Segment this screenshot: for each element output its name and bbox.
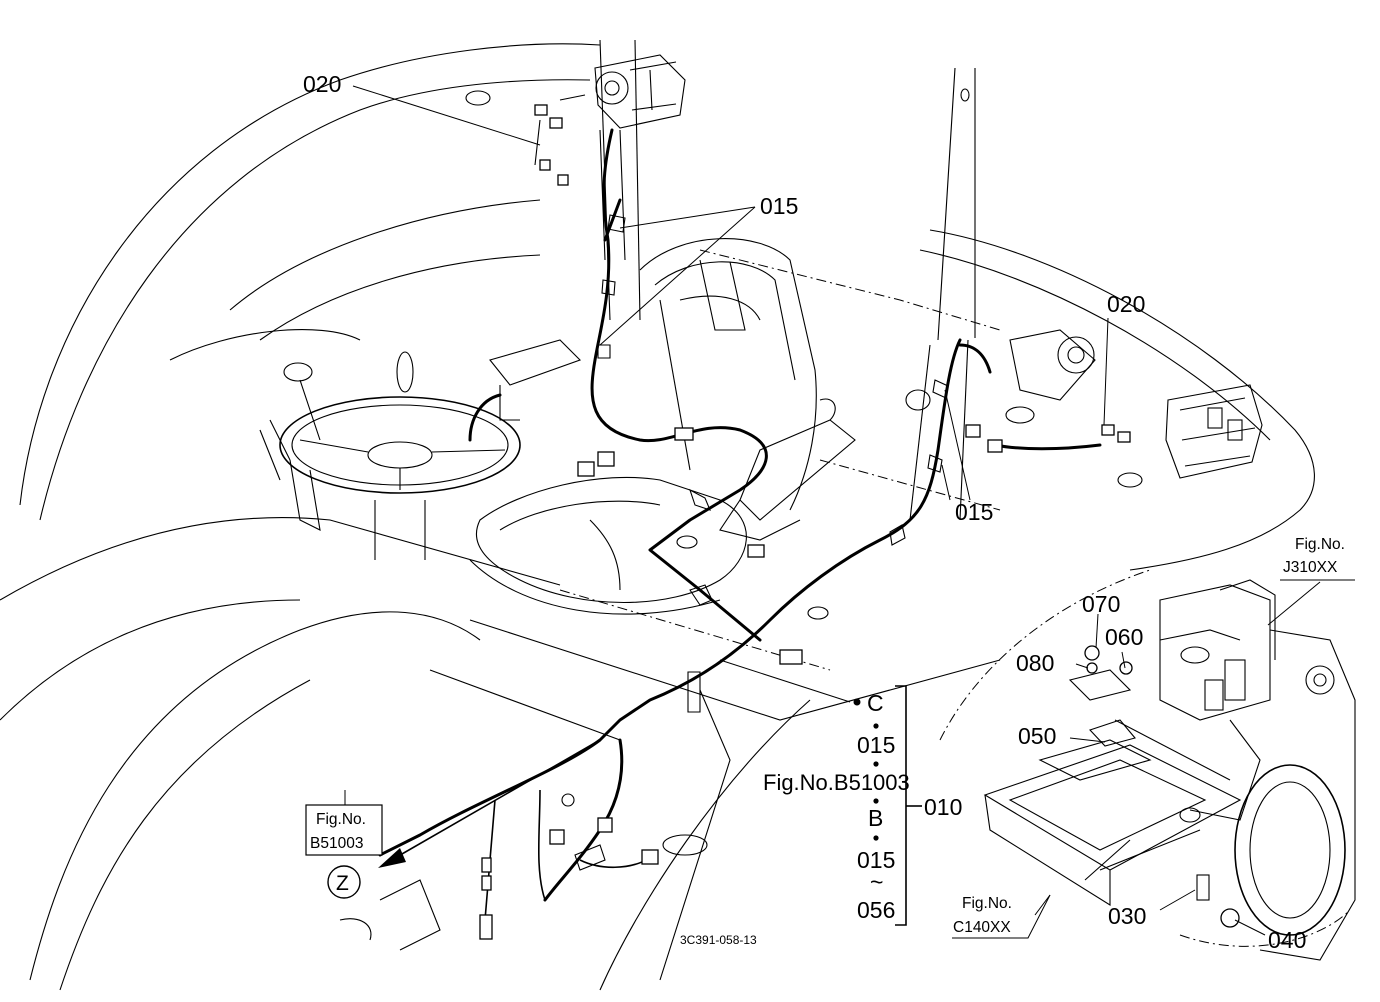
fig-ref-b51003-line1: Fig.No. bbox=[316, 811, 366, 828]
fig-ref-j310xx-line2: J310XX bbox=[1283, 559, 1338, 576]
operator-seat bbox=[469, 238, 817, 615]
group-fig-ref-b51003: Fig.No.B51003 bbox=[763, 770, 910, 795]
part-label-030: 030 bbox=[1108, 903, 1146, 929]
group-letter-c: C bbox=[867, 690, 884, 716]
leader-lines bbox=[344, 85, 1321, 936]
drawing-number: 3C391-058-13 bbox=[680, 933, 757, 947]
main-wiring-harness bbox=[378, 128, 1102, 921]
part-label-050: 050 bbox=[1018, 723, 1056, 749]
fig-ref-b51003-box: Fig.No. B51003 Z bbox=[305, 804, 383, 899]
part-label-020-right: 020 bbox=[1107, 291, 1145, 317]
assembly-group-010: C 015 Fig.No.B51003 B 015 ~ 056 010 bbox=[763, 685, 962, 926]
part-label-080: 080 bbox=[1016, 650, 1054, 676]
tractor-body-outline bbox=[0, 43, 1315, 991]
assembly-number-010: 010 bbox=[924, 794, 962, 820]
group-range-tilde: ~ bbox=[870, 869, 883, 895]
group-letter-b: B bbox=[868, 805, 883, 831]
group-015-second: 015 bbox=[857, 847, 895, 873]
right-rear-lamp bbox=[465, 90, 1263, 488]
harness-connectors bbox=[479, 214, 1003, 940]
view-marker-z: Z bbox=[336, 872, 349, 895]
group-056: 056 bbox=[857, 897, 895, 923]
part-label-020-left: 020 bbox=[303, 71, 341, 97]
transmission-inset bbox=[939, 569, 1356, 961]
part-label-015-top: 015 bbox=[760, 193, 798, 219]
fig-ref-c140xx-line2: C140XX bbox=[953, 919, 1011, 936]
fig-ref-j310xx-line1: Fig.No. bbox=[1295, 536, 1345, 553]
fig-ref-c140xx: Fig.No. C140XX bbox=[952, 894, 1051, 939]
part-label-015-right: 015 bbox=[955, 499, 993, 525]
rops-pillar bbox=[599, 39, 976, 521]
right-console bbox=[489, 339, 856, 541]
fig-ref-b51003-line2: B51003 bbox=[310, 835, 363, 852]
fig-ref-j310xx: Fig.No. J310XX bbox=[1280, 536, 1355, 581]
part-label-070: 070 bbox=[1082, 591, 1120, 617]
view-direction-arrow bbox=[339, 739, 601, 951]
left-rear-lamp bbox=[534, 54, 686, 261]
fig-ref-c140xx-line1: Fig.No. bbox=[962, 895, 1012, 912]
group-015-first: 015 bbox=[857, 732, 895, 758]
steering-wheel bbox=[259, 351, 521, 560]
part-label-040: 040 bbox=[1268, 927, 1306, 953]
part-label-060: 060 bbox=[1105, 624, 1143, 650]
